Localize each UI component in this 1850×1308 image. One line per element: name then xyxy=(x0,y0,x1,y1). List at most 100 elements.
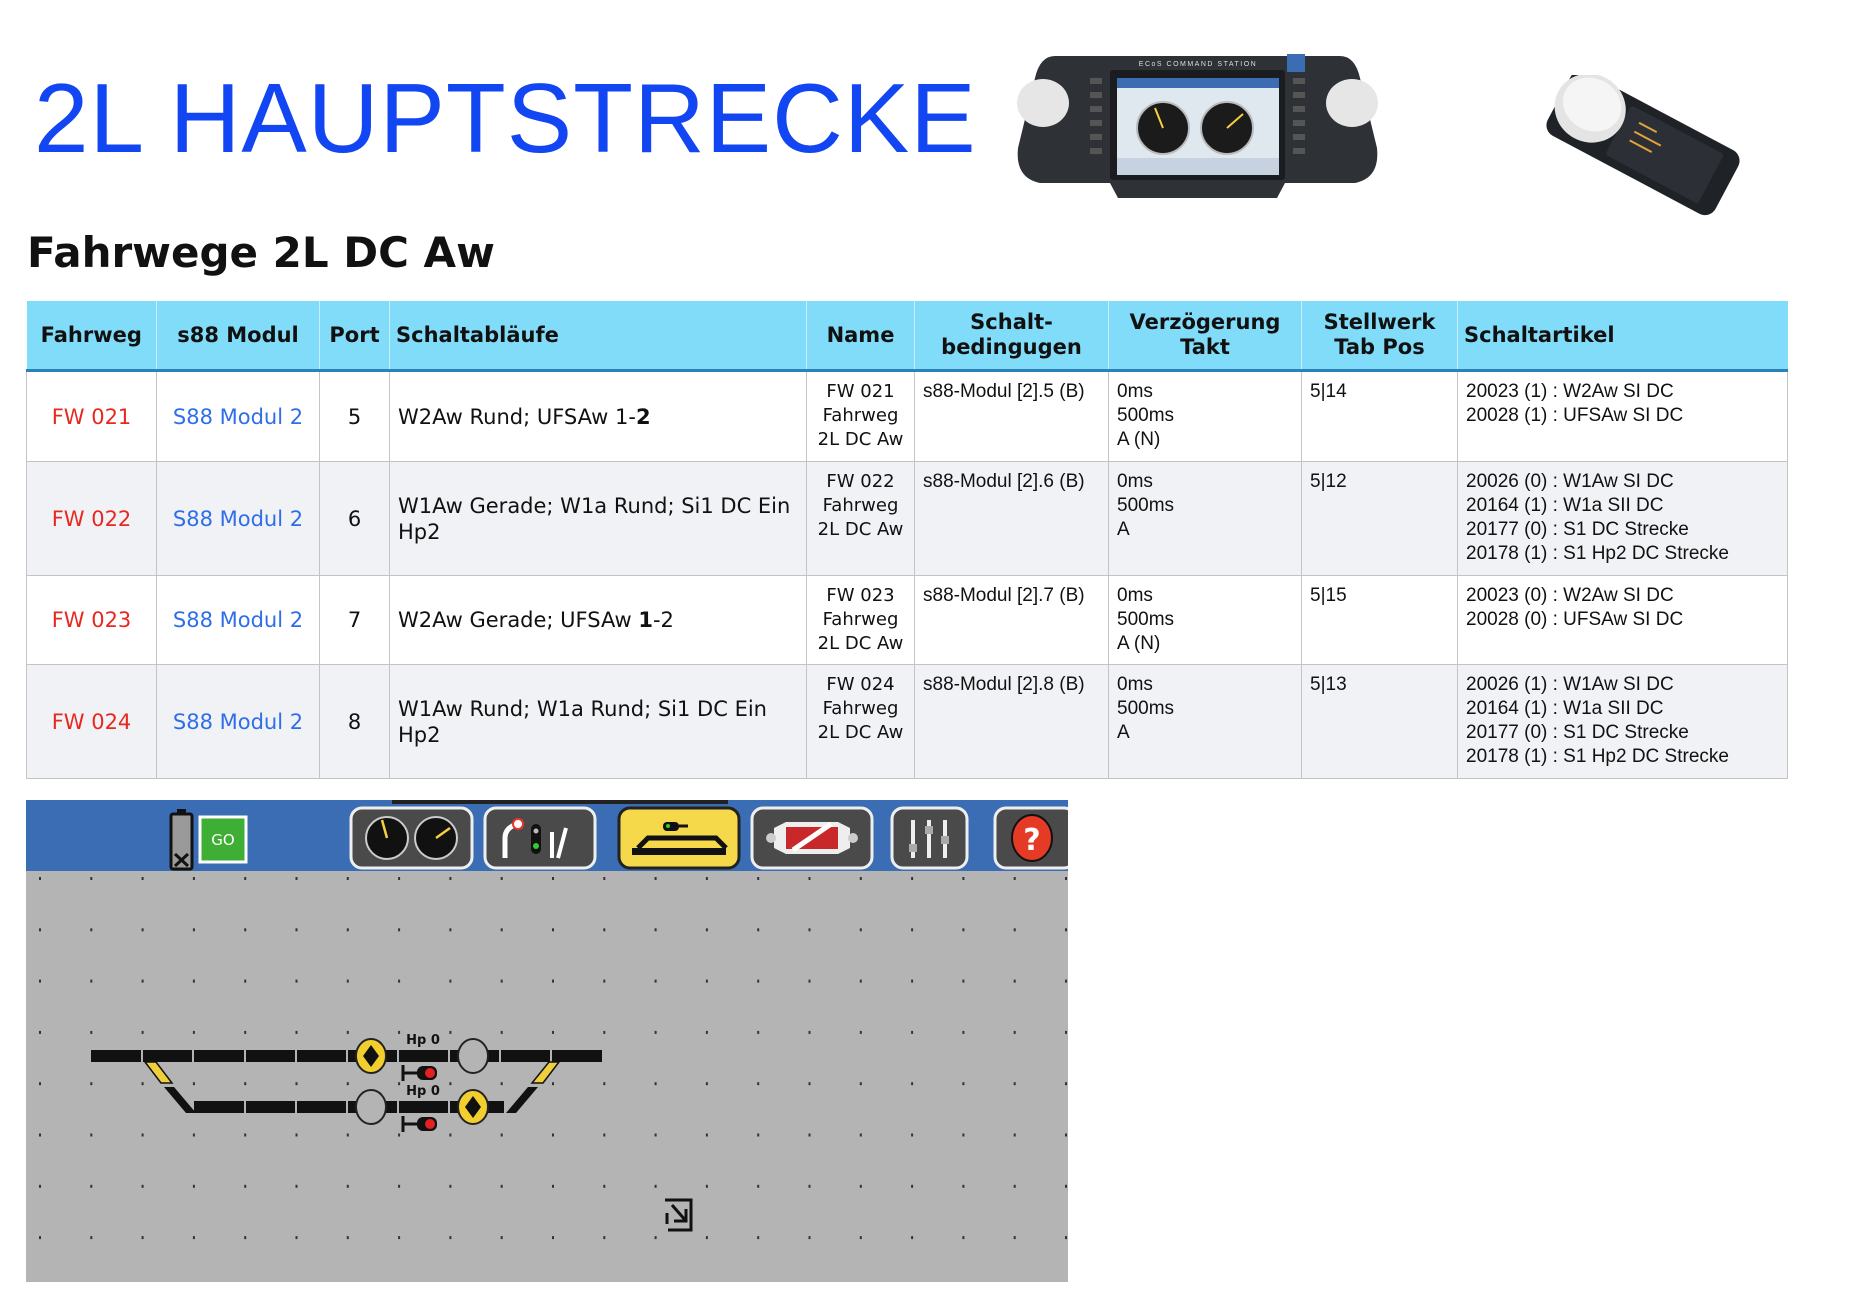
grid-dot xyxy=(346,1133,349,1137)
grid-dot xyxy=(1065,1133,1067,1137)
grid-dot xyxy=(295,928,298,932)
s88-modul-link[interactable]: S88 Modul 2 xyxy=(156,664,320,779)
grid-dot xyxy=(346,928,349,932)
grid-dot xyxy=(705,877,708,880)
grid-dot xyxy=(808,1133,811,1137)
grid-dot xyxy=(808,1030,811,1034)
grid-dot xyxy=(346,877,349,880)
grid-dot xyxy=(500,1082,503,1086)
toolbar-top-strip xyxy=(392,800,728,804)
grid-dot xyxy=(654,928,657,932)
table-row: FW 022 S88 Modul 2 6 W1Aw Gerade; W1a Ru… xyxy=(26,461,1788,576)
grid-dot xyxy=(244,979,247,983)
grid-dot xyxy=(141,979,144,983)
grid-dot xyxy=(346,979,349,983)
grid-dot xyxy=(500,928,503,932)
grid-dot xyxy=(244,928,247,932)
switch-left[interactable] xyxy=(143,1061,196,1113)
schaltbedingungen-cell: s88-Modul [2].6 (B) xyxy=(914,461,1109,576)
grid-dot xyxy=(757,1236,760,1240)
grid-dot xyxy=(244,1082,247,1086)
fahrweg-link[interactable]: FW 021 xyxy=(26,370,157,462)
grid-dot xyxy=(757,1133,760,1137)
seq-text-suffix: -2 xyxy=(652,608,674,632)
port-cell: 7 xyxy=(319,575,390,665)
grid-dot xyxy=(1013,1184,1016,1188)
schaltablaeufe-cell: W2Aw Gerade; UFSAw 1-2 xyxy=(389,575,807,665)
layout-canvas[interactable] xyxy=(26,800,1068,1282)
grid-dot xyxy=(141,1030,144,1034)
grid-dots xyxy=(39,877,1067,1240)
fahrweg-link[interactable]: FW 022 xyxy=(26,461,157,576)
grid-dot xyxy=(757,1082,760,1086)
fahrwege-table: Fahrweg s88 Modul Port Schaltabläufe Nam… xyxy=(26,301,1788,779)
grid-dot xyxy=(1013,877,1016,880)
schaltablaeufe-cell: W2Aw Rund; UFSAw 1-2 xyxy=(389,370,807,462)
table-header-row: Fahrweg s88 Modul Port Schaltabläufe Nam… xyxy=(26,301,1788,372)
grid-dot xyxy=(244,877,247,880)
grid-dot xyxy=(141,1133,144,1137)
grid-dot xyxy=(398,1082,401,1086)
mobile-control-image xyxy=(1546,75,1740,216)
locomotive-control-button[interactable] xyxy=(349,806,474,870)
verzoegerung-cell: 0ms 500ms A xyxy=(1108,461,1302,576)
signal-stop-icon[interactable] xyxy=(401,1065,437,1081)
s88-modul-link[interactable]: S88 Modul 2 xyxy=(156,370,320,462)
grid-dot xyxy=(500,1133,503,1137)
switch-signal-button[interactable] xyxy=(483,806,597,870)
grid-dot xyxy=(346,1082,349,1086)
grid-dot xyxy=(603,979,606,983)
signal-stop-icon[interactable] xyxy=(401,1116,437,1132)
battery-stop-icon[interactable] xyxy=(169,809,194,871)
grid-dot xyxy=(449,1030,452,1034)
seq-bold-text: 1 xyxy=(638,608,653,632)
schaltartikel-cell: 20023 (0) : W2Aw SI DC 20028 (0) : UFSAw… xyxy=(1457,575,1788,665)
grid-dot xyxy=(552,1082,554,1086)
grid-dot xyxy=(39,928,41,932)
grid-dot xyxy=(90,979,93,983)
grid-dot xyxy=(552,1133,554,1137)
track-layout-button[interactable] xyxy=(617,806,741,870)
grid-dot xyxy=(39,1133,41,1137)
fahrweg-link[interactable]: FW 023 xyxy=(26,575,157,665)
signal-bottom-left[interactable] xyxy=(355,1089,387,1125)
grid-dot xyxy=(962,1184,965,1188)
signal-bottom-right-active[interactable] xyxy=(457,1089,489,1125)
grid-dot xyxy=(552,928,554,932)
s88-modul-link[interactable]: S88 Modul 2 xyxy=(156,461,320,576)
grid-dot xyxy=(449,1236,452,1240)
lower-track[interactable] xyxy=(194,1101,504,1113)
grid-dot xyxy=(654,1133,657,1137)
grid-dot xyxy=(705,1184,708,1188)
fahrweg-link[interactable]: FW 024 xyxy=(26,664,157,779)
go-button[interactable]: GO xyxy=(198,815,248,864)
grid-dot xyxy=(295,877,298,880)
help-button[interactable]: ? xyxy=(993,806,1068,870)
grid-dot xyxy=(90,928,93,932)
grid-dot xyxy=(859,1082,862,1086)
schaltartikel-cell: 20023 (1) : W2Aw SI DC 20028 (1) : UFSAw… xyxy=(1457,370,1788,462)
signal-top-left-active[interactable] xyxy=(355,1038,387,1074)
column-header-port: Port xyxy=(319,301,390,372)
signal-top-right[interactable] xyxy=(457,1038,489,1074)
seq-text: W2Aw Rund; UFSAw 1- xyxy=(398,404,636,429)
settings-button[interactable] xyxy=(890,806,969,870)
port-cell: 5 xyxy=(319,370,390,462)
grid-dot xyxy=(295,1082,298,1086)
s88-modul-link[interactable]: S88 Modul 2 xyxy=(156,575,320,665)
grid-dot xyxy=(90,1082,93,1086)
switch-right[interactable] xyxy=(506,1061,561,1113)
link-arrow-icon[interactable] xyxy=(665,1198,693,1232)
grid-dot xyxy=(808,1184,811,1188)
grid-dot xyxy=(295,1133,298,1137)
grid-dot xyxy=(1065,1030,1067,1034)
stellwerk-cell: 5|13 xyxy=(1301,664,1458,779)
section-title: Fahrwege 2L DC Aw xyxy=(27,228,495,277)
grid-dot xyxy=(244,1133,247,1137)
programming-button[interactable] xyxy=(750,806,874,870)
grid-dot xyxy=(911,1082,914,1086)
grid-dot xyxy=(859,877,862,880)
grid-dot xyxy=(654,1236,657,1240)
grid-dot xyxy=(1065,1082,1067,1086)
grid-dot xyxy=(654,1030,657,1034)
